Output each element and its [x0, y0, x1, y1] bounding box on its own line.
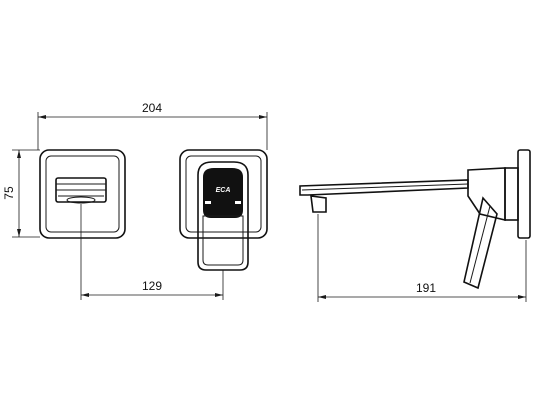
eca-logo: ECA: [216, 187, 231, 194]
spout-side: [299, 179, 469, 196]
dimension-height: 75: [2, 149, 40, 238]
aerator-icon: [66, 196, 96, 204]
cap-mark-right: [235, 201, 241, 204]
arrow-top: [17, 150, 21, 158]
arrow-right: [518, 295, 526, 299]
dimension-label-spout-projection: 191: [416, 281, 436, 295]
handle-cap: [203, 168, 243, 218]
arrow-left: [81, 293, 89, 297]
plate-inner: [185, 155, 262, 233]
body-side: [504, 167, 519, 221]
aerator-side: [310, 195, 327, 213]
dimension-label-height: 75: [2, 186, 16, 200]
handle-lever-side: [463, 196, 498, 290]
plate-outer: [39, 149, 126, 239]
cap-mark-left: [205, 201, 211, 204]
mixer-plate-front-view: ECA: [179, 149, 268, 271]
dimension-label-total-width: 204: [142, 101, 162, 115]
dimension-spout-projection: 191: [317, 214, 527, 302]
dimension-label-center-distance: 129: [142, 279, 162, 293]
arrow-left: [38, 115, 46, 119]
dimension-center-distance: 129: [80, 204, 224, 300]
arrow-left: [318, 295, 326, 299]
spout-plate-front-view: [39, 149, 126, 239]
arrow-right: [259, 115, 267, 119]
arrow-right: [215, 293, 223, 297]
spout-side-line: [301, 183, 469, 191]
handle-lever: [202, 215, 244, 266]
arrow-bottom: [17, 229, 21, 237]
plate-outer: [179, 149, 268, 239]
handle-housing-side: [467, 167, 506, 222]
mixer-side-view: [299, 149, 531, 290]
handle-lever-line: [469, 205, 491, 284]
wall-plate-side: [517, 149, 531, 239]
handle-outline: [197, 161, 249, 271]
plate-inner: [45, 155, 120, 233]
dimension-total-width: 204: [37, 101, 268, 150]
